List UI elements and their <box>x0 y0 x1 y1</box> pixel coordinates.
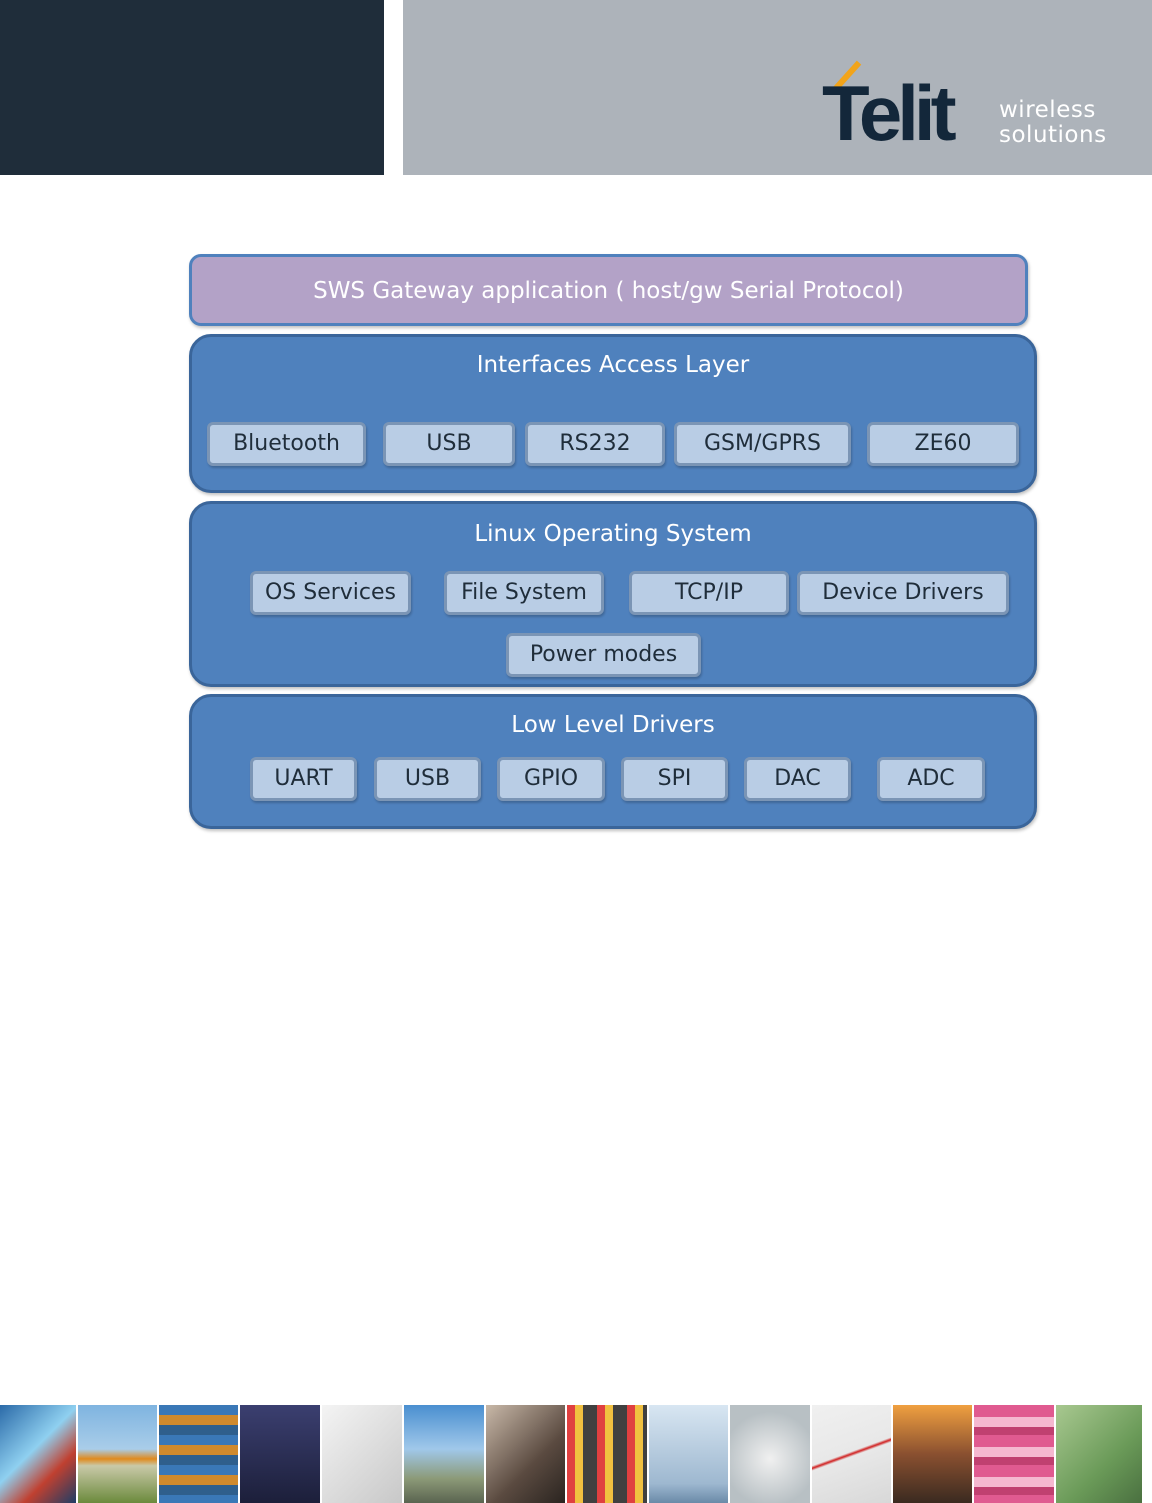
footer-photo-strip <box>0 1405 1152 1503</box>
photo-containers <box>159 1405 238 1503</box>
os-power-modes: Power modes <box>506 633 701 677</box>
interfaces-layer-title: Interfaces Access Layer <box>192 351 1034 379</box>
drivers-layer-title: Low Level Drivers <box>192 711 1034 739</box>
photo-phone-sign <box>78 1405 157 1503</box>
photo-security-camera <box>1056 1405 1142 1503</box>
os-services: OS Services <box>250 571 411 615</box>
photo-card-slot <box>486 1405 565 1503</box>
driver-adc: ADC <box>877 757 985 801</box>
photo-wind-turbines <box>649 1405 728 1503</box>
photo-cyclist <box>404 1405 484 1503</box>
photo-keyboard <box>322 1405 402 1503</box>
interface-ze60: ZE60 <box>867 422 1019 466</box>
os-tcp-ip: TCP/IP <box>629 571 789 615</box>
interface-gsm-gprs: GSM/GPRS <box>674 422 851 466</box>
driver-dac: DAC <box>744 757 851 801</box>
interface-rs232: RS232 <box>525 422 665 466</box>
os-layer-title: Linux Operating System <box>192 520 1034 548</box>
application-label: SWS Gateway application ( host/gw Serial… <box>192 277 1025 305</box>
photo-train-station <box>893 1405 972 1503</box>
driver-usb: USB <box>374 757 481 801</box>
os-device-drivers: Device Drivers <box>797 571 1009 615</box>
photo-digital-clock <box>240 1405 320 1503</box>
driver-gpio: GPIO <box>497 757 605 801</box>
photo-highway-night <box>0 1405 76 1503</box>
interface-bluetooth: Bluetooth <box>207 422 366 466</box>
interfaces-access-layer: Interfaces Access Layer <box>189 334 1037 493</box>
driver-uart: UART <box>250 757 357 801</box>
application-layer: SWS Gateway application ( host/gw Serial… <box>189 254 1028 326</box>
photo-utility-meter <box>730 1405 810 1503</box>
os-file-system: File System <box>444 571 604 615</box>
architecture-diagram: SWS Gateway application ( host/gw Serial… <box>0 0 1152 900</box>
driver-spi: SPI <box>621 757 728 801</box>
interface-usb: USB <box>383 422 515 466</box>
photo-laser <box>812 1405 891 1503</box>
photo-magazines <box>974 1405 1054 1503</box>
photo-vending-machine <box>567 1405 647 1503</box>
